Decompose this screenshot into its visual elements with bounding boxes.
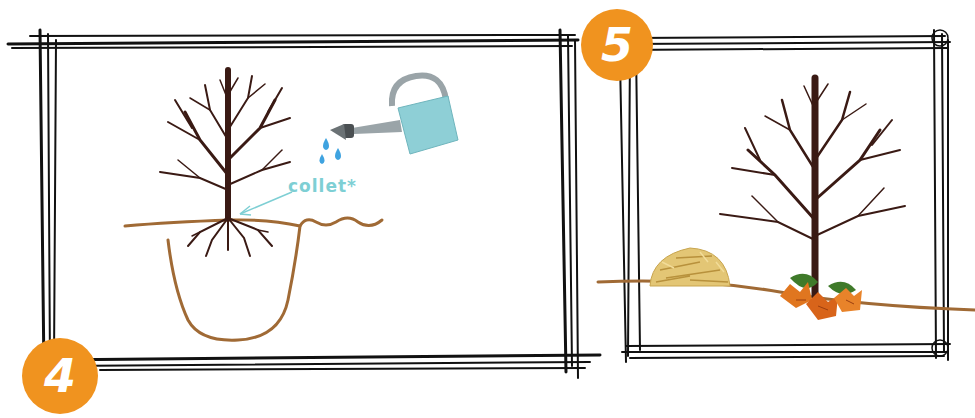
water-drops bbox=[320, 138, 342, 164]
callout-circle: 5 bbox=[581, 9, 653, 81]
part-label: collet* bbox=[288, 176, 357, 196]
panel-frame bbox=[8, 30, 600, 378]
callout-number: 4 bbox=[44, 353, 76, 399]
leader-arrowhead bbox=[240, 206, 251, 215]
soil-line bbox=[300, 218, 382, 226]
callout-number: 5 bbox=[601, 22, 633, 68]
tree bbox=[160, 70, 290, 256]
leader-line bbox=[240, 192, 292, 214]
watering-can bbox=[330, 76, 458, 155]
mulch-pile bbox=[650, 248, 730, 286]
leaf-mulch bbox=[780, 274, 862, 320]
tree bbox=[720, 78, 905, 296]
callout-circle: 4 bbox=[22, 338, 98, 414]
panel-frame bbox=[620, 30, 950, 362]
